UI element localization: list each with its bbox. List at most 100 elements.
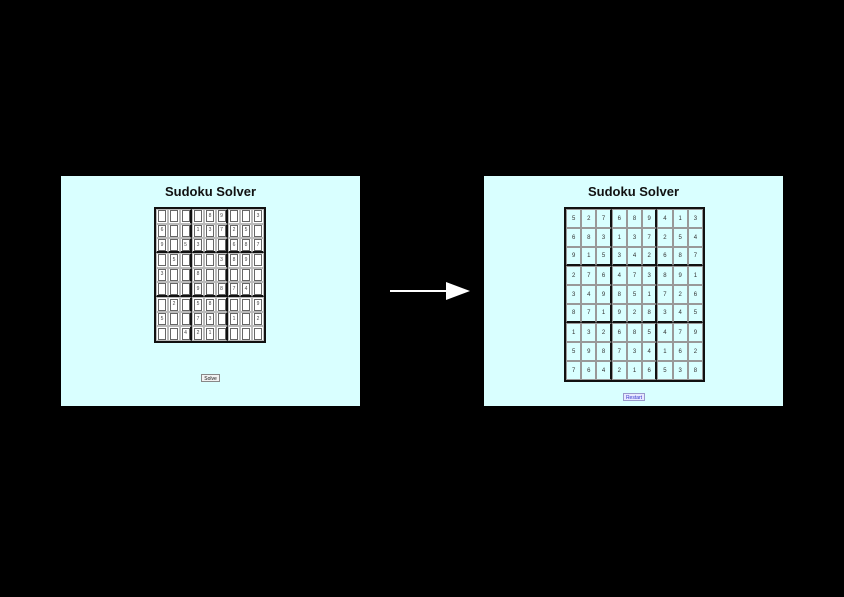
cell-input[interactable] bbox=[170, 239, 178, 252]
cell-input[interactable]: 3 bbox=[217, 254, 226, 267]
cell-input[interactable] bbox=[242, 210, 250, 223]
sudoku-cell: 9 bbox=[156, 238, 168, 254]
cell-input[interactable] bbox=[181, 210, 190, 223]
sudoku-cell bbox=[180, 223, 192, 239]
cell-input[interactable] bbox=[230, 298, 238, 311]
cell-input[interactable]: 2 bbox=[254, 313, 262, 326]
cell-input[interactable] bbox=[170, 313, 178, 326]
restart-button[interactable]: Restart bbox=[623, 393, 645, 401]
cell-input[interactable]: 8 bbox=[194, 268, 202, 281]
cell-input[interactable]: 5 bbox=[194, 298, 202, 311]
cell-input[interactable] bbox=[217, 327, 226, 340]
cell-input[interactable]: 1 bbox=[206, 327, 214, 340]
cell-input[interactable] bbox=[217, 298, 226, 311]
cell-input[interactable] bbox=[181, 283, 190, 296]
cell-input[interactable] bbox=[170, 210, 178, 223]
sudoku-cell: 9 bbox=[252, 297, 264, 312]
cell-input[interactable]: 7 bbox=[194, 313, 202, 326]
cell-input[interactable] bbox=[170, 224, 178, 237]
sudoku-cell: 5 bbox=[156, 311, 168, 327]
cell-input[interactable]: 9 bbox=[194, 283, 202, 296]
cell-input[interactable]: 6 bbox=[158, 224, 166, 237]
cell-input[interactable]: 8 bbox=[217, 283, 226, 296]
cell-input[interactable]: 5 bbox=[242, 224, 250, 237]
cell-input[interactable] bbox=[254, 283, 262, 296]
cell-input[interactable]: 2 bbox=[170, 298, 178, 311]
cell-input[interactable]: 9 bbox=[254, 298, 262, 311]
cell-input[interactable] bbox=[206, 268, 214, 281]
cell-input[interactable] bbox=[230, 210, 238, 223]
cell-input[interactable] bbox=[194, 210, 202, 223]
cell-input[interactable]: 8 bbox=[206, 210, 214, 223]
cell-input[interactable] bbox=[217, 313, 226, 326]
cell-input[interactable]: 7 bbox=[230, 283, 238, 296]
sudoku-cell bbox=[180, 282, 192, 298]
cell-input[interactable]: 1 bbox=[230, 313, 238, 326]
cell-input[interactable]: 3 bbox=[194, 239, 202, 252]
cell-input[interactable]: 9 bbox=[242, 254, 250, 267]
cell-input[interactable]: 8 bbox=[242, 239, 250, 252]
cell-input[interactable]: 7 bbox=[217, 224, 226, 237]
cell-input[interactable] bbox=[206, 254, 214, 267]
cell-input[interactable]: 2 bbox=[230, 224, 238, 237]
cell-input[interactable]: 3 bbox=[254, 210, 262, 223]
cell-input[interactable]: 2 bbox=[194, 327, 202, 340]
cell-input[interactable] bbox=[158, 327, 166, 340]
cell-input[interactable] bbox=[206, 239, 214, 252]
cell-input[interactable] bbox=[230, 268, 238, 281]
cell-input[interactable]: 9 bbox=[158, 239, 166, 252]
cell-input[interactable] bbox=[170, 268, 178, 281]
sudoku-cell: 2 bbox=[168, 297, 180, 312]
cell-input[interactable] bbox=[254, 224, 262, 237]
solve-button[interactable]: Solve bbox=[201, 374, 220, 382]
sudoku-cell: 3 bbox=[566, 285, 582, 304]
sudoku-cell: 4 bbox=[626, 247, 643, 266]
cell-input[interactable] bbox=[217, 268, 226, 281]
sudoku-cell bbox=[252, 282, 264, 298]
cell-input[interactable]: 1 bbox=[194, 224, 202, 237]
cell-input[interactable]: 6 bbox=[230, 239, 238, 252]
cell-input[interactable]: 5 bbox=[158, 313, 166, 326]
cell-input[interactable] bbox=[158, 210, 166, 223]
cell-input[interactable] bbox=[158, 254, 166, 267]
cell-input[interactable] bbox=[181, 313, 190, 326]
cell-input[interactable] bbox=[242, 313, 250, 326]
cell-input[interactable] bbox=[181, 224, 190, 237]
cell-input[interactable] bbox=[158, 298, 166, 311]
cell-input[interactable] bbox=[158, 283, 166, 296]
cell-input[interactable] bbox=[242, 298, 250, 311]
cell-input[interactable] bbox=[181, 298, 190, 311]
sudoku-cell bbox=[240, 209, 252, 224]
cell-input[interactable] bbox=[217, 239, 226, 252]
cell-input[interactable] bbox=[254, 254, 262, 267]
cell-input[interactable]: 8 bbox=[206, 298, 214, 311]
cell-input[interactable]: 8 bbox=[230, 254, 238, 267]
cell-input[interactable] bbox=[242, 327, 250, 340]
cell-input[interactable]: 4 bbox=[181, 327, 190, 340]
cell-input[interactable] bbox=[194, 254, 202, 267]
cell-input[interactable] bbox=[254, 327, 262, 340]
cell-input[interactable]: 4 bbox=[242, 283, 250, 296]
sudoku-cell bbox=[216, 297, 228, 312]
cell-input[interactable] bbox=[181, 254, 190, 267]
cell-input[interactable] bbox=[181, 268, 190, 281]
cell-input[interactable]: 9 bbox=[217, 210, 226, 223]
cell-input[interactable] bbox=[230, 327, 238, 340]
cell-input[interactable]: 3 bbox=[206, 313, 214, 326]
cell-input[interactable]: 5 bbox=[181, 239, 190, 252]
cell-input[interactable]: 3 bbox=[158, 268, 166, 281]
cell-input[interactable] bbox=[254, 268, 262, 281]
cell-input[interactable] bbox=[170, 283, 178, 296]
sudoku-cell: 8 bbox=[240, 238, 252, 254]
sudoku-cell bbox=[180, 267, 192, 283]
sudoku-cell: 5 bbox=[687, 304, 703, 323]
cell-input[interactable] bbox=[170, 327, 178, 340]
sudoku-cell: 6 bbox=[687, 285, 703, 304]
cell-input[interactable] bbox=[206, 283, 214, 296]
cell-input[interactable]: 3 bbox=[206, 224, 214, 237]
cell-input[interactable]: 5 bbox=[170, 254, 178, 267]
sudoku-cell: 1 bbox=[596, 304, 612, 323]
cell-input[interactable]: 7 bbox=[254, 239, 262, 252]
cell-input[interactable] bbox=[242, 268, 250, 281]
